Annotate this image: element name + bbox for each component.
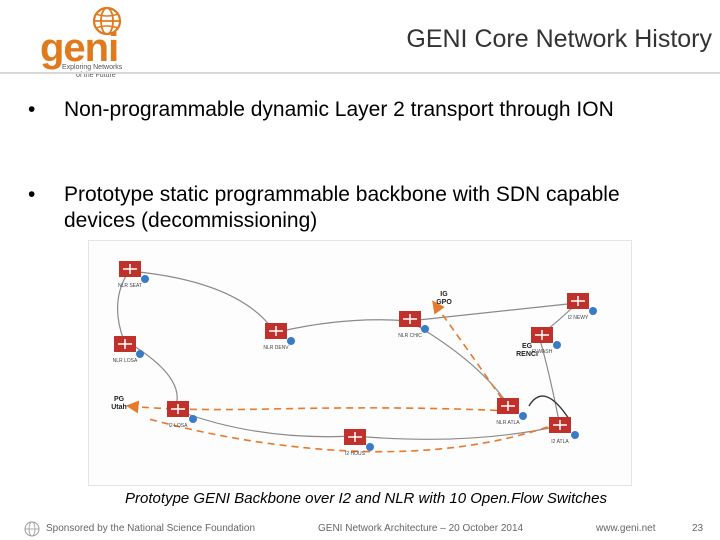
bullet-text: Non-programmable dynamic Layer 2 transpo…	[64, 98, 614, 121]
logo-tagline: Exploring Networks	[62, 64, 123, 71]
globe-icon	[92, 6, 122, 36]
path-to-ig-gpo	[432, 300, 510, 410]
switch-icon	[167, 401, 197, 423]
page-number: 23	[692, 523, 704, 534]
endpoint-label: IG	[440, 291, 448, 298]
diagram-caption: Prototype GENI Backbone over I2 and NLR …	[125, 490, 607, 507]
footer-center: GENI Network Architecture – 20 October 2…	[318, 523, 524, 534]
link-chic-atla	[408, 320, 510, 407]
bullet-marker: •	[28, 98, 36, 121]
slide-title: GENI Core Network History	[406, 25, 712, 53]
logo-wordmark: geni	[40, 26, 119, 70]
node-label: NLR ATLA	[496, 420, 520, 426]
path-lower	[148, 418, 560, 453]
link-hous-atla	[353, 425, 560, 440]
endpoint-label: GPO	[436, 299, 452, 306]
footer-url: www.geni.net	[596, 523, 656, 534]
switch-icon	[399, 311, 429, 333]
endpoint-label: PG	[114, 396, 125, 403]
footer-sponsor: Sponsored by the National Science Founda…	[46, 523, 256, 534]
switch-icon	[497, 398, 527, 420]
link-denv-chic	[281, 319, 410, 332]
bullet-text: Prototype static programmable backbone w…	[64, 183, 620, 232]
endpoint-labels: IG GPO EG RENCI PG Utah	[111, 291, 538, 411]
header-divider	[0, 72, 720, 74]
geni-logo: geni Exploring Networks of the Future	[40, 6, 140, 80]
path-to-eg-renci	[528, 395, 570, 420]
link-seat-losa-top	[116, 270, 130, 342]
node-label: NLR SEAT	[118, 283, 142, 289]
switch-icon	[265, 323, 295, 345]
link-seat-denv	[128, 270, 275, 332]
switch-icon	[119, 261, 149, 283]
network-diagram-svg: NLR SEAT NLR DENV NLR CHIC I2 NEWY I2 WA…	[111, 261, 597, 457]
switch-icon	[549, 417, 579, 439]
node-label: NLR CHIC	[398, 333, 422, 339]
switch-icon	[567, 293, 597, 315]
bullet-item: • Prototype static programmable backbone…	[28, 182, 678, 238]
node-label: NLR DENV	[263, 345, 289, 351]
node-label: I2 LOSA	[169, 423, 189, 429]
switch-icon	[114, 336, 144, 358]
endpoint-label: Utah	[111, 404, 127, 411]
backbone-links	[116, 270, 578, 440]
node-label: NLR LOSA	[113, 358, 138, 364]
node-label: I2 HOUS	[345, 451, 366, 457]
switch-icon	[531, 327, 561, 349]
link-wash-atla	[538, 335, 560, 422]
node-label: I2 WASH	[532, 349, 553, 355]
endpoint-label: RENCI	[516, 351, 538, 358]
node-label: I2 NEWY	[568, 315, 589, 321]
node-labels: NLR SEAT NLR DENV NLR CHIC I2 NEWY I2 WA…	[113, 283, 589, 457]
switch-nodes	[114, 261, 597, 451]
endpoint-label: EG	[522, 343, 533, 350]
link-losa-hous	[178, 410, 355, 438]
bullet-marker: •	[28, 183, 36, 206]
logo-tagline: of the Future	[76, 72, 116, 79]
network-diagram: NLR SEAT NLR DENV NLR CHIC I2 NEWY I2 WA…	[88, 240, 632, 486]
switch-icon	[344, 429, 374, 451]
link-chic-newy	[408, 302, 578, 322]
bullet-item: • Non-programmable dynamic Layer 2 trans…	[28, 97, 678, 153]
globe-icon	[24, 521, 40, 537]
node-label: I2 ATLA	[551, 439, 569, 445]
